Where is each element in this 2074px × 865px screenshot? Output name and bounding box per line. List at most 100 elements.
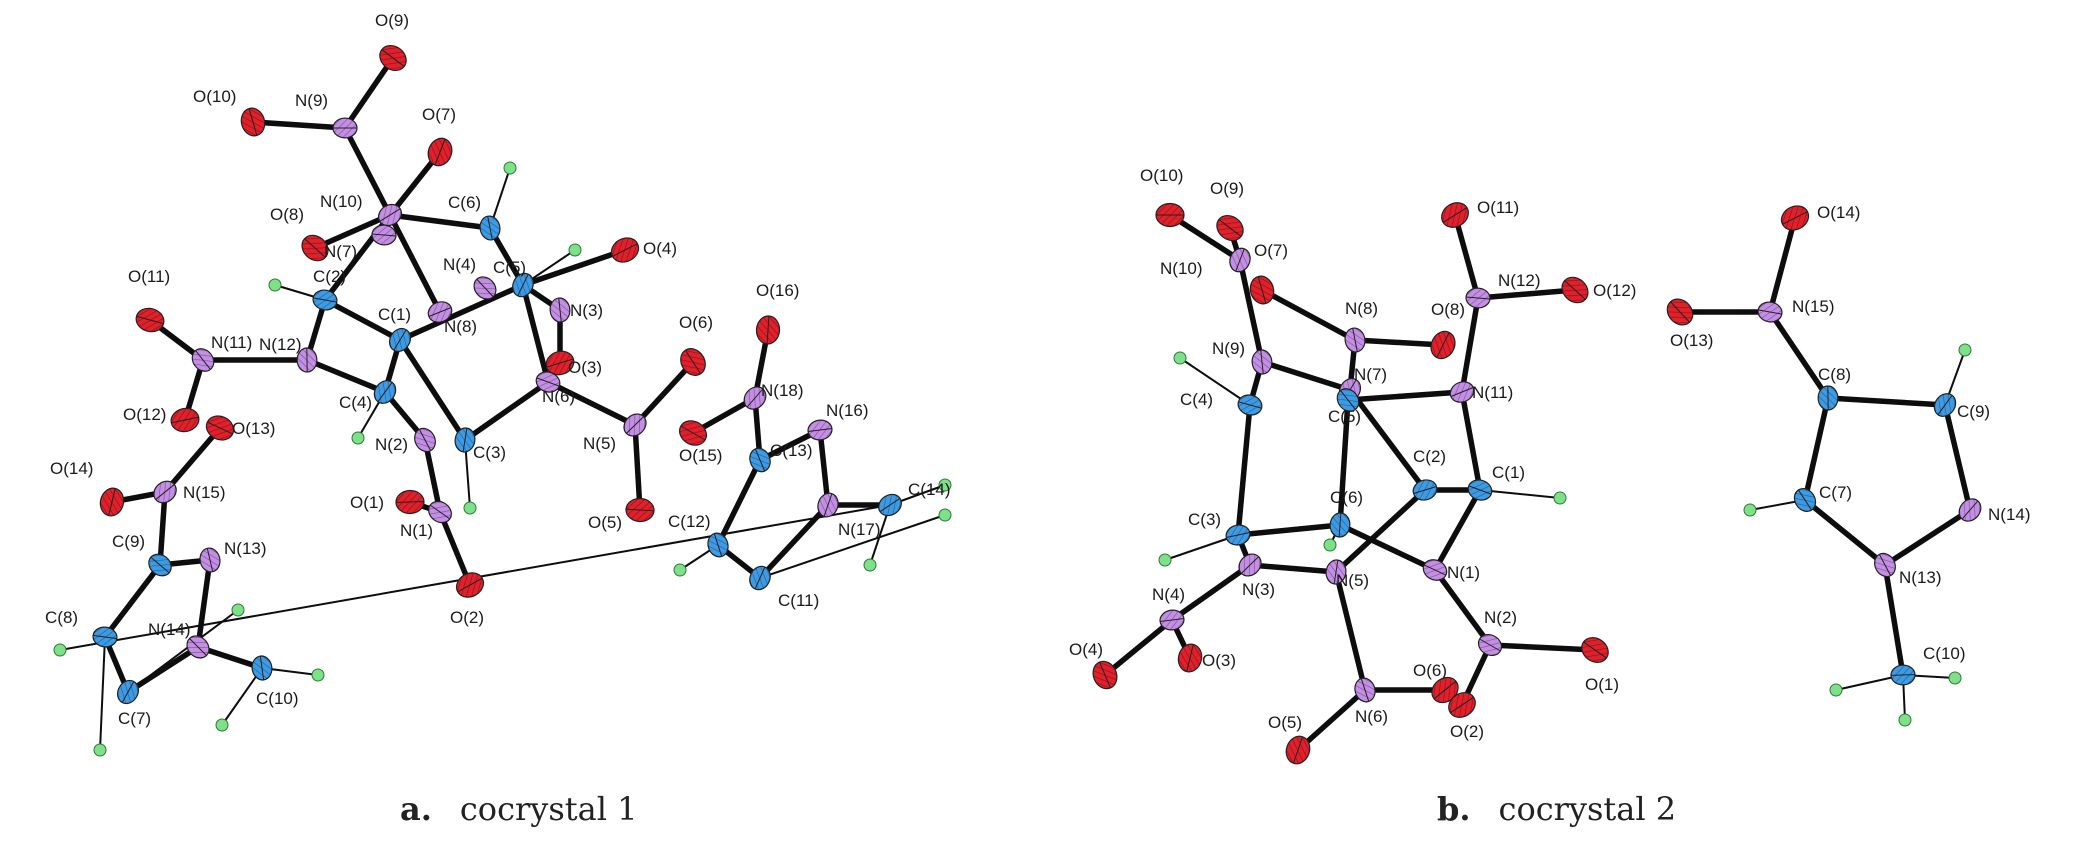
bond	[1337, 522, 1438, 573]
bond	[437, 509, 473, 588]
atom-c7	[117, 679, 139, 705]
bond	[520, 282, 551, 385]
bond	[162, 425, 223, 495]
atom-o16	[755, 315, 781, 345]
bond	[1432, 567, 1493, 648]
atom-n6	[535, 371, 561, 393]
atom-c3	[1225, 524, 1251, 546]
hydrogen-atom	[351, 431, 365, 445]
bond	[250, 119, 348, 131]
atom-o14	[99, 487, 125, 517]
atom-o4	[610, 237, 640, 263]
atom-o6	[1431, 676, 1459, 704]
atom-c4	[1237, 394, 1263, 416]
bond	[1102, 617, 1175, 678]
atom-n10	[377, 203, 403, 227]
bond	[520, 247, 628, 288]
atom-label: O(6)	[1413, 661, 1447, 680]
atom-o12	[170, 407, 200, 433]
atom-o12	[1561, 276, 1589, 304]
atom-label: C(5)	[1328, 407, 1361, 426]
atom-n8	[1344, 327, 1366, 353]
atom-o9	[379, 44, 407, 72]
atom-c8	[1817, 385, 1839, 411]
hydrogen-atom	[268, 278, 282, 292]
atom-label: O(16)	[756, 281, 799, 300]
atom-label: N(3)	[570, 301, 603, 320]
atom-c5	[1336, 388, 1360, 412]
bond	[387, 212, 443, 315]
atom-o2	[1448, 692, 1476, 718]
caption-b: b.cocrystal 2	[1437, 790, 1676, 828]
bond	[1259, 359, 1353, 393]
hydrogen-atom	[1829, 683, 1843, 697]
hydrogen-atom	[1173, 351, 1187, 365]
atom-o1	[395, 489, 425, 515]
atom-c3	[454, 427, 476, 453]
atom-label: O(5)	[588, 513, 622, 532]
atom-label: C(1)	[1492, 463, 1525, 482]
atom-n13	[1874, 552, 1896, 578]
atom-label: N(11)	[211, 333, 252, 352]
atom-label: N(13)	[1899, 568, 1942, 587]
bond	[1333, 569, 1368, 693]
atom-o11	[1441, 202, 1469, 228]
atom-c6	[1329, 512, 1351, 538]
atom-label: C(11)	[778, 591, 819, 610]
bond	[1475, 287, 1578, 301]
atom-c11	[749, 565, 771, 591]
hydrogen-atom	[311, 668, 325, 682]
atom-label: N(10)	[320, 192, 363, 211]
atom-n1	[1422, 559, 1448, 581]
atom-label: N(13)	[224, 539, 267, 558]
atom-label: N(10)	[1160, 259, 1203, 278]
bond	[1882, 507, 1973, 568]
atom-n11	[1449, 381, 1475, 403]
atom-label: O(12)	[1593, 281, 1636, 300]
hydrogen-atom	[1898, 713, 1912, 727]
atom-label: N(6)	[542, 387, 575, 406]
atom-label: C(8)	[1818, 365, 1851, 384]
bond	[304, 357, 388, 395]
caption-a-text: cocrystal 1	[459, 790, 638, 828]
hydrogen-atom	[1158, 553, 1172, 567]
atom-label: N(11)	[1472, 383, 1513, 402]
atom-label: C(3)	[1188, 510, 1221, 529]
atom-n11	[191, 348, 215, 372]
bond	[715, 457, 763, 548]
bond	[102, 562, 163, 640]
bond	[1802, 497, 1888, 568]
h-bond	[99, 636, 106, 751]
atom-o9	[1216, 214, 1244, 242]
atom-n9	[1251, 349, 1273, 375]
atom-label: N(5)	[583, 434, 616, 453]
atom-o5	[1285, 735, 1311, 765]
bond	[1295, 687, 1368, 753]
atom-c13	[749, 447, 771, 473]
atom-n7	[371, 224, 397, 246]
atom-label: O(1)	[350, 493, 384, 512]
atom-c8	[92, 626, 118, 648]
panel-b-cocrystal-2: O(10)O(9)O(7)N(10)O(11)N(12)O(12)N(8)O(8…	[1069, 166, 2031, 765]
caption-a: a.cocrystal 1	[400, 790, 637, 828]
atom-label: O(12)	[123, 405, 166, 424]
atom-n8	[427, 301, 453, 323]
bond	[157, 489, 168, 568]
caption-b-text: cocrystal 2	[1498, 790, 1677, 828]
atom-label: N(2)	[1484, 608, 1517, 627]
bond	[1237, 257, 1265, 365]
atom-o13	[1666, 298, 1694, 326]
atom-c5	[512, 272, 534, 298]
atom-label: O(4)	[1069, 640, 1103, 659]
atom-n2	[1477, 633, 1503, 657]
atom-c2	[1412, 479, 1438, 501]
atom-label: O(11)	[1477, 198, 1519, 217]
atom-label: C(1)	[378, 305, 411, 324]
bond	[1259, 287, 1358, 343]
atom-label: N(12)	[259, 335, 302, 354]
bond	[632, 359, 696, 428]
atom-n6	[1354, 677, 1376, 703]
hydrogen-atom	[463, 501, 477, 515]
atom-n16	[807, 419, 833, 441]
